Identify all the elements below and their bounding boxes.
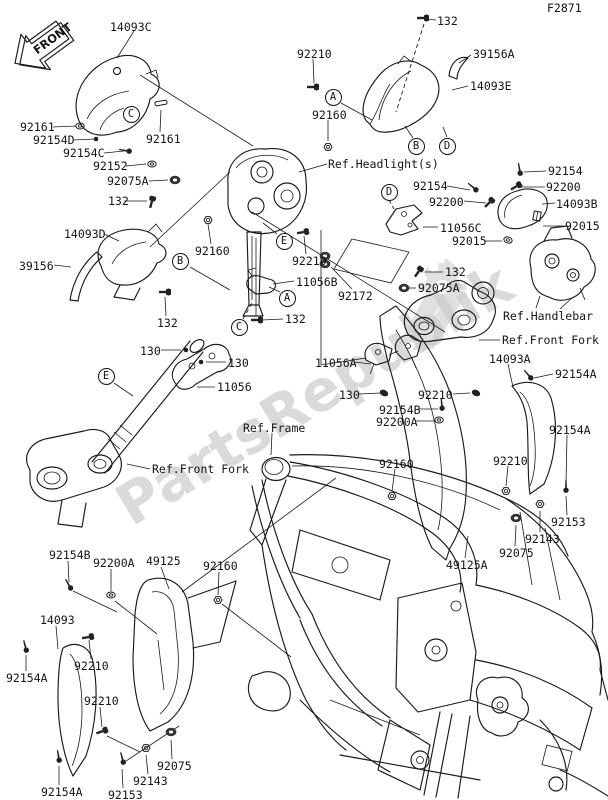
front-direction-marker: FRONT [14, 20, 75, 71]
part-bracket-11056A [364, 334, 422, 375]
part-frame-drawing [247, 454, 608, 799]
part-shroud-49125A [379, 305, 467, 561]
part-cover-14093 [57, 643, 97, 777]
part-headlight-drawing [227, 148, 308, 317]
watermark-gear-icon [398, 258, 466, 350]
part-bracket-11056 [171, 343, 232, 390]
fastener-glyphs [21, 14, 569, 766]
part-bracket-11056B [246, 267, 277, 295]
steering-stem-lines [255, 230, 367, 366]
leader-lines [25, 18, 574, 789]
part-cowling-14093D [69, 223, 167, 302]
part-bracket-11056C [333, 204, 423, 284]
part-front-fork-lower [26, 339, 205, 528]
part-triple-clamp [403, 279, 496, 343]
part-cover-14093A [511, 381, 557, 495]
part-cowling-14093C [75, 55, 160, 136]
part-cover-49125 [132, 577, 237, 732]
part-cowling-14093E [362, 55, 469, 133]
part-handlebar-clamp [529, 225, 596, 309]
part-cover-14093B [497, 188, 548, 230]
